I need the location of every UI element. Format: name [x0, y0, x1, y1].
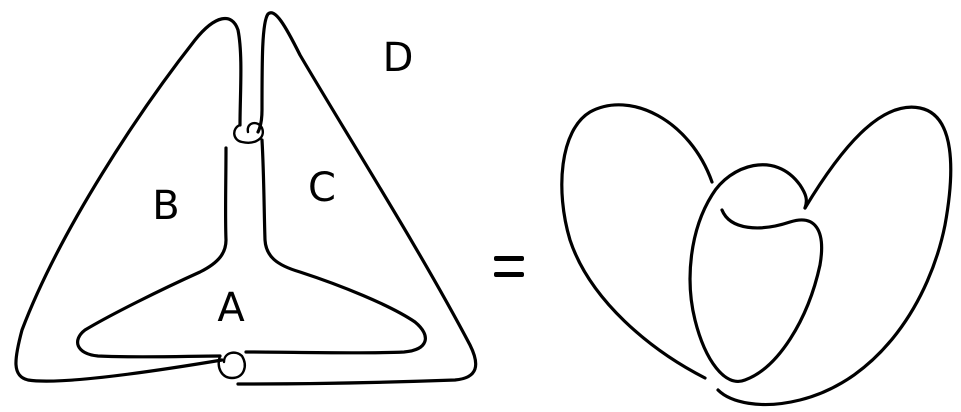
- lower-crossing: [219, 353, 245, 378]
- outer-right-strand: [238, 13, 476, 384]
- equals-sign: [494, 256, 524, 277]
- knot-right-lobe: [718, 107, 951, 404]
- region-label-a: A: [217, 285, 245, 331]
- tangle-diagram: A B C D: [16, 13, 476, 384]
- knot-figure: [562, 105, 951, 405]
- region-label-d: D: [383, 35, 414, 81]
- region-label-c: C: [308, 165, 336, 211]
- knot-left-lobe: [562, 105, 712, 378]
- region-label-b: B: [152, 183, 179, 229]
- outer-left-strand: [16, 19, 241, 382]
- knot-inner-loop: [690, 165, 822, 382]
